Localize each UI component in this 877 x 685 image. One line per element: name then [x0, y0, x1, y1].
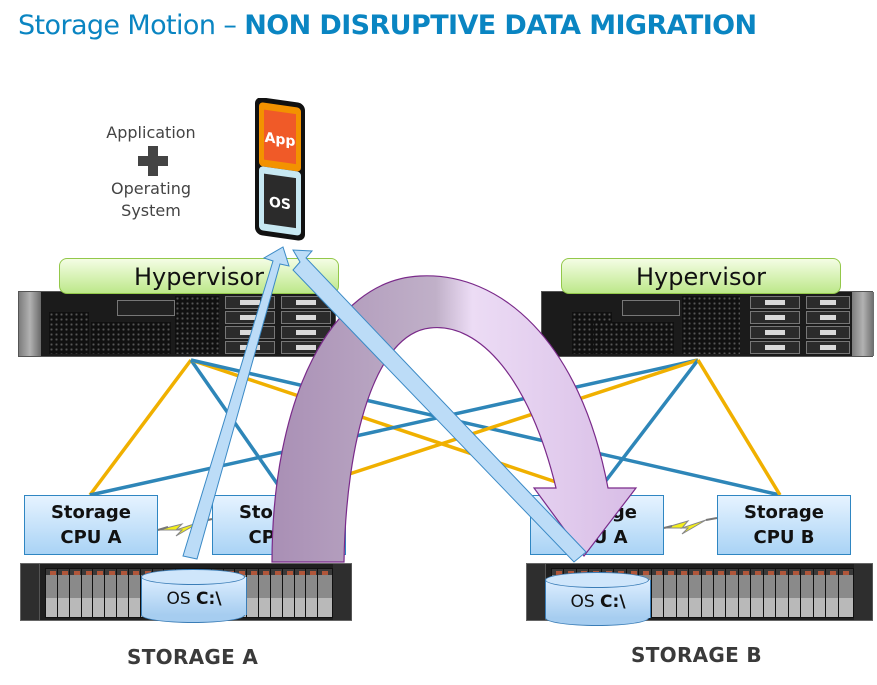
volume-storage-a: OS C:\ [141, 569, 247, 623]
rack-ear [852, 292, 874, 356]
drive-bay [806, 296, 850, 309]
storage-a-cpu-a: Storage CPU A [24, 495, 158, 555]
drive-bay [281, 296, 331, 309]
cpu-line1: Storage [50, 502, 132, 523]
app-label: App [265, 130, 296, 150]
optical-drive [117, 300, 175, 316]
optical-drive [622, 300, 680, 316]
virtual-machine-icon: App OS [255, 98, 305, 241]
volume-storage-b: OS C:\ [545, 572, 651, 626]
rack-ear [19, 292, 41, 356]
cpu-line2: CPU A [60, 527, 122, 548]
link-hostB-cpuB1 [593, 358, 700, 497]
link-hostB-cpuA2 [284, 358, 699, 497]
title-part-1: Storage Motion – [18, 10, 245, 41]
array-end-cap [21, 564, 40, 620]
drive-bay [806, 341, 850, 354]
array-end-cap [333, 564, 352, 620]
drive-bay [806, 326, 850, 339]
application-label: Application [106, 123, 196, 142]
operating-label: Operating [111, 179, 191, 198]
system-label: System [121, 201, 181, 220]
drive-bay [750, 311, 800, 324]
hypervisor-a: Hypervisor [59, 258, 339, 294]
link-hostB-cpuA1 [89, 358, 699, 497]
server-vent [175, 296, 219, 354]
cpu-line2: CPU B [753, 527, 815, 548]
drive-slot [837, 568, 854, 618]
storage-a-label: STORAGE A [127, 645, 259, 669]
slide-title: Storage Motion – NON DISRUPTIVE DATA MIG… [18, 10, 757, 41]
title-part-2: NON DISRUPTIVE DATA MIGRATION [244, 10, 757, 41]
storage-b-label: STORAGE B [631, 643, 762, 667]
volume-prefix: OS [570, 592, 601, 612]
server-vent [594, 322, 674, 354]
volume-prefix: OS [166, 589, 197, 609]
storage-b-cpu-b: Storage CPU B [717, 495, 851, 555]
server-vent [91, 322, 171, 354]
drive-bay [806, 311, 850, 324]
io-arrow-vm-to-storage-b [292, 249, 587, 563]
server-vent [682, 296, 740, 354]
drive-bay [750, 296, 800, 309]
plus-icon [138, 146, 168, 176]
drive-slot [317, 568, 334, 618]
cpu-line1: Storage [743, 502, 825, 523]
link-hostA-cpuA2 [189, 359, 287, 496]
host-server-a [18, 291, 336, 357]
link-hostA-cpuB2 [190, 358, 781, 497]
array-end-cap [854, 564, 873, 620]
hypervisor-b: Hypervisor [561, 258, 841, 294]
drive-bay [750, 341, 800, 354]
os-label: OS [269, 194, 291, 213]
volume-drive: C:\ [196, 589, 222, 609]
lightning-icon-b [663, 517, 718, 535]
server-vent [49, 312, 89, 354]
drive-bay [281, 311, 331, 324]
drive-bay [750, 326, 800, 339]
link-hostB-cpuB2 [696, 359, 782, 496]
volume-drive: C:\ [600, 592, 626, 612]
io-arrow-storage-a-to-vm [182, 246, 290, 560]
link-hostA-cpuA1 [88, 358, 193, 497]
